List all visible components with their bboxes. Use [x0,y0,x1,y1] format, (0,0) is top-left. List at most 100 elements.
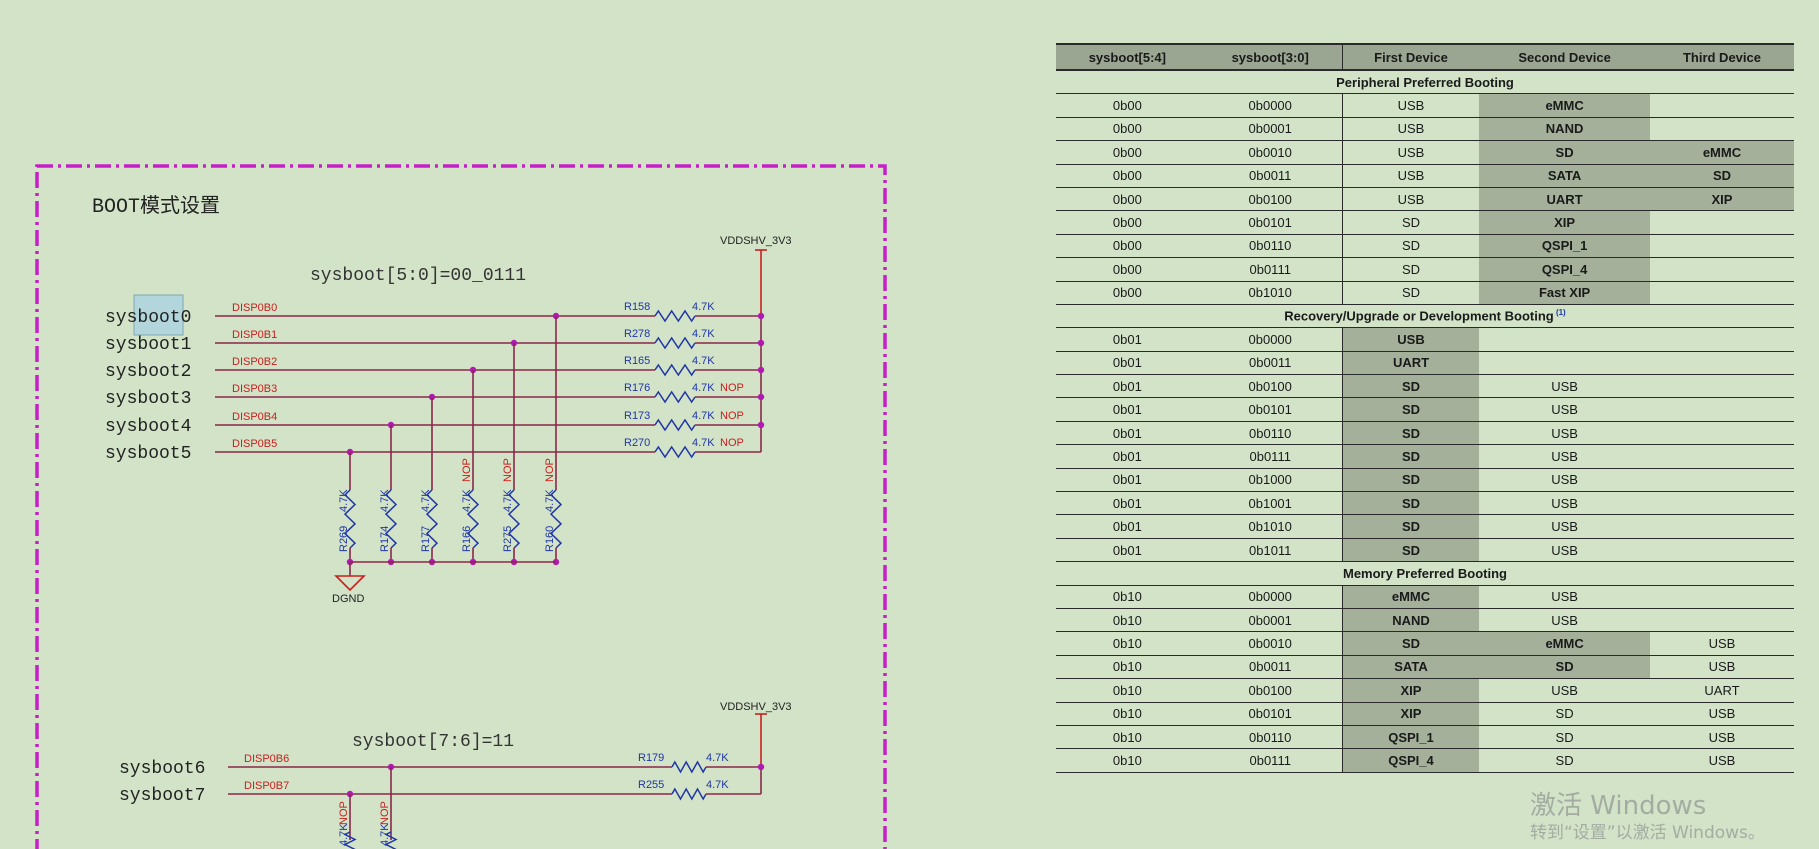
ground-icon [334,575,366,592]
table-cell: XIP [1479,210,1650,235]
table-cell: USB [1479,421,1650,446]
resistor-ref: R165 [624,355,650,367]
table-cell [1649,608,1794,633]
block-title: BOOT模式设置 [92,194,220,219]
table-cell: USB [1479,468,1650,493]
table-cell: 0b0111 [1198,257,1343,282]
resistor-ref: R176 [624,382,650,394]
pulldown-resistor-symbol [343,489,357,549]
table-cell [1649,397,1794,422]
table-cell: SD [1479,748,1650,773]
resistor-value: 4.7K [706,752,729,764]
table-cell: 0b01 [1056,374,1199,399]
supply-junction-dot [757,339,765,347]
sysboot-pin-label: sysboot1 [105,335,191,355]
table-cell: UART [1479,187,1650,212]
table-cell: 0b0001 [1198,608,1343,633]
pulldown-nop: NOP [502,458,514,482]
table-cell: 0b01 [1056,397,1199,422]
table-cell [1649,210,1794,235]
sysboot-pin-label: sysboot0 [105,308,191,328]
table-cell: SD [1649,164,1794,188]
supply-junction-dot [757,421,765,429]
table-cell: 0b0000 [1198,585,1343,609]
pulldown-resistor-symbol [507,489,521,549]
sysboot-pin-label: sysboot2 [105,362,191,382]
table-cell: USB [1479,678,1650,703]
sysboot-table: sysboot[5:4] sysboot[3:0] First Device S… [1056,43,1794,773]
net-label: DISP0B3 [232,383,277,395]
supply-junction-dot [757,393,765,401]
table-header-row: sysboot[5:4] sysboot[3:0] First Device S… [1056,43,1794,71]
table-cell: SD [1342,397,1480,422]
table-cell: 0b00 [1056,164,1199,188]
table-cell: 0b00 [1056,93,1199,118]
table-cell: 0b0000 [1198,327,1343,352]
boot-mode-schematic: BOOT模式设置 sysboot[5:0]=00_0111 sysboot[7:… [35,164,887,849]
table-cell [1649,514,1794,539]
table-cell [1649,117,1794,142]
table-cell: NAND [1342,608,1480,633]
table-cell: USB [1342,187,1480,212]
table-cell [1649,327,1794,352]
table-cell: SD [1479,725,1650,750]
table-cell: 0b00 [1056,210,1199,235]
pulldown-resistor-symbol [384,831,398,849]
pulldown-resistor-symbol [343,831,357,849]
table-cell: 0b01 [1056,491,1199,516]
table-cell: 0b00 [1056,187,1199,212]
table-cell: NAND [1479,117,1650,142]
table-cell: QSPI_4 [1342,748,1480,773]
sysboot-pin-label: sysboot6 [119,759,205,779]
table-cell: 0b0100 [1198,678,1343,703]
table-cell: 0b01 [1056,514,1199,539]
table-section-row: Recovery/Upgrade or Development Booting … [1056,304,1794,329]
table-cell: eMMC [1479,93,1650,118]
sysboot-pin-label: sysboot4 [105,417,191,437]
pullup-resistor-symbol [654,309,696,323]
sysboot-pin-label: sysboot3 [105,389,191,409]
table-cell: USB [1479,514,1650,539]
table-cell: SD [1342,234,1480,259]
table-cell: QSPI_1 [1342,725,1480,750]
nop-label: NOP [720,410,744,422]
table-cell: USB [1342,93,1480,118]
table-cell: 0b0111 [1198,444,1343,469]
pulldown-resistor-symbol [466,489,480,549]
table-cell: USB [1479,538,1650,563]
table-cell: 0b10 [1056,608,1199,633]
net-label: DISP0B2 [232,356,277,368]
table-cell: 0b10 [1056,631,1199,656]
pullup-resistor-symbol [654,363,696,377]
pullup-resistor-symbol [654,336,696,350]
table-cell: 0b0101 [1198,702,1343,726]
table-cell: USB [1649,702,1794,726]
table-cell [1649,257,1794,282]
table-cell [1649,538,1794,563]
table-cell: 0b00 [1056,117,1199,142]
table-cell: 0b01 [1056,421,1199,446]
pulldown-value: 4.7K [379,823,391,846]
pulldown-nop: NOP [338,801,350,825]
table-cell [1649,491,1794,516]
table-cell: 0b1011 [1198,538,1343,563]
table-cell: USB [1342,117,1480,142]
pulldown-resistor-symbol [549,489,563,549]
table-cell: USB [1479,491,1650,516]
pullup-resistor-symbol [671,760,707,774]
table-cell: 0b01 [1056,351,1199,376]
table-cell [1479,327,1650,352]
table-cell: 0b00 [1056,257,1199,282]
table-cell: SATA [1479,164,1650,188]
net-label: DISP0B5 [232,438,277,450]
